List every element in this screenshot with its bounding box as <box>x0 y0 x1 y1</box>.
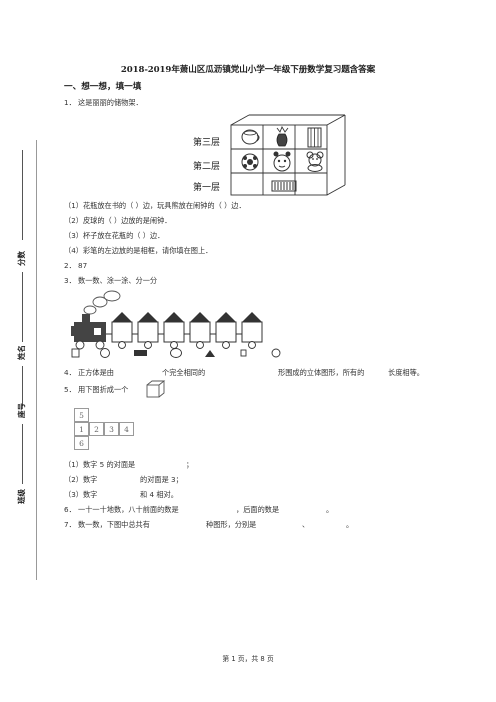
net-cell: 2 <box>89 422 104 436</box>
blank-line <box>22 424 23 484</box>
question-1-item-3: （3）杯子放在花瓶的（ ）边． <box>64 231 165 240</box>
net-cell: 5 <box>74 408 89 422</box>
question-6-part-2: ，后面的数是 <box>236 505 280 514</box>
blank-line <box>22 366 23 406</box>
question-3: 3． 数一数、涂一涂、分一分 <box>64 276 158 285</box>
blank-line <box>22 272 23 342</box>
net-cell: 6 <box>74 436 89 450</box>
seat-label: 座号 <box>17 403 26 418</box>
blank-line <box>22 150 23 240</box>
question-1-item-1: （1）花瓶放在书的（ ）边，玩具熊放在闹钟的（ ）边． <box>64 201 246 210</box>
question-1-item-4: （4）彩笔的左边放的是相框，请你填在图上． <box>64 246 213 255</box>
shapes-row <box>71 348 281 358</box>
shelf-level-1: 第一层 <box>193 183 221 193</box>
question-7-part-1: 7． 数一数，下图中总共有 <box>64 520 150 529</box>
shelf-level-3: 第三层 <box>193 138 221 148</box>
book-icon <box>307 127 322 148</box>
question-5-item-2-a: （2）数字 <box>64 475 98 484</box>
question-5-item-3-b: 和 4 相对。 <box>140 490 178 499</box>
section-heading: 一、想一想，填一填 <box>64 82 142 92</box>
document-title: 2018-2019年萧山区瓜沥镇党山小学一年级下册数学复习题含答案 <box>120 65 376 75</box>
teddy-bear-icon <box>306 151 324 172</box>
question-6-part-3: 。 <box>326 505 334 514</box>
name-label: 姓名 <box>17 345 26 360</box>
cup-icon <box>241 129 260 145</box>
score-label: 分数 <box>17 251 26 266</box>
question-7-part-2: 种图形，分别是 <box>206 520 257 529</box>
shelf-illustration <box>230 114 346 196</box>
binding-line <box>36 140 37 580</box>
question-4-part-2: 个完全相同的 <box>162 368 206 377</box>
question-4-part-4: 长度相等。 <box>388 368 424 377</box>
cube-icon <box>146 380 166 398</box>
question-5: 5． 用下图折成一个 <box>64 385 129 394</box>
shelf-level-2: 第二层 <box>193 162 221 172</box>
net-cell: 1 <box>74 422 89 436</box>
question-6-part-1: 6． 一十一十地数，八十前面的数是 <box>64 505 179 514</box>
net-cell: 3 <box>104 422 119 436</box>
question-2: 2． 87 <box>64 261 88 270</box>
question-5-item-1-b: ； <box>186 460 194 469</box>
question-4-part-3: 形围成的立体图形，所有的 <box>278 368 365 377</box>
question-1: 1． 这是丽丽的储物架． <box>64 98 143 107</box>
net-cell: 4 <box>119 422 134 436</box>
question-5-item-2-b: 的对面是 3； <box>140 475 183 484</box>
question-5-item-1-a: （1）数字 5 的对面是 <box>64 460 136 469</box>
question-5-item-3-a: （3）数字 <box>64 490 98 499</box>
crayon-box-icon <box>271 180 297 192</box>
alarm-clock-icon <box>273 151 291 172</box>
question-1-item-2: （2）皮球的（ ）边放的是闹钟． <box>64 216 172 225</box>
train-illustration <box>71 290 263 350</box>
page-footer: 第 1 页，共 8 页 <box>222 655 274 663</box>
question-7-part-3: 、 <box>302 520 310 529</box>
question-7-part-4: 。 <box>346 520 354 529</box>
question-4-part-1: 4． 正方体是由 <box>64 368 114 377</box>
vase-icon <box>276 125 289 147</box>
ball-icon <box>241 153 259 171</box>
class-label: 班级 <box>17 489 26 504</box>
